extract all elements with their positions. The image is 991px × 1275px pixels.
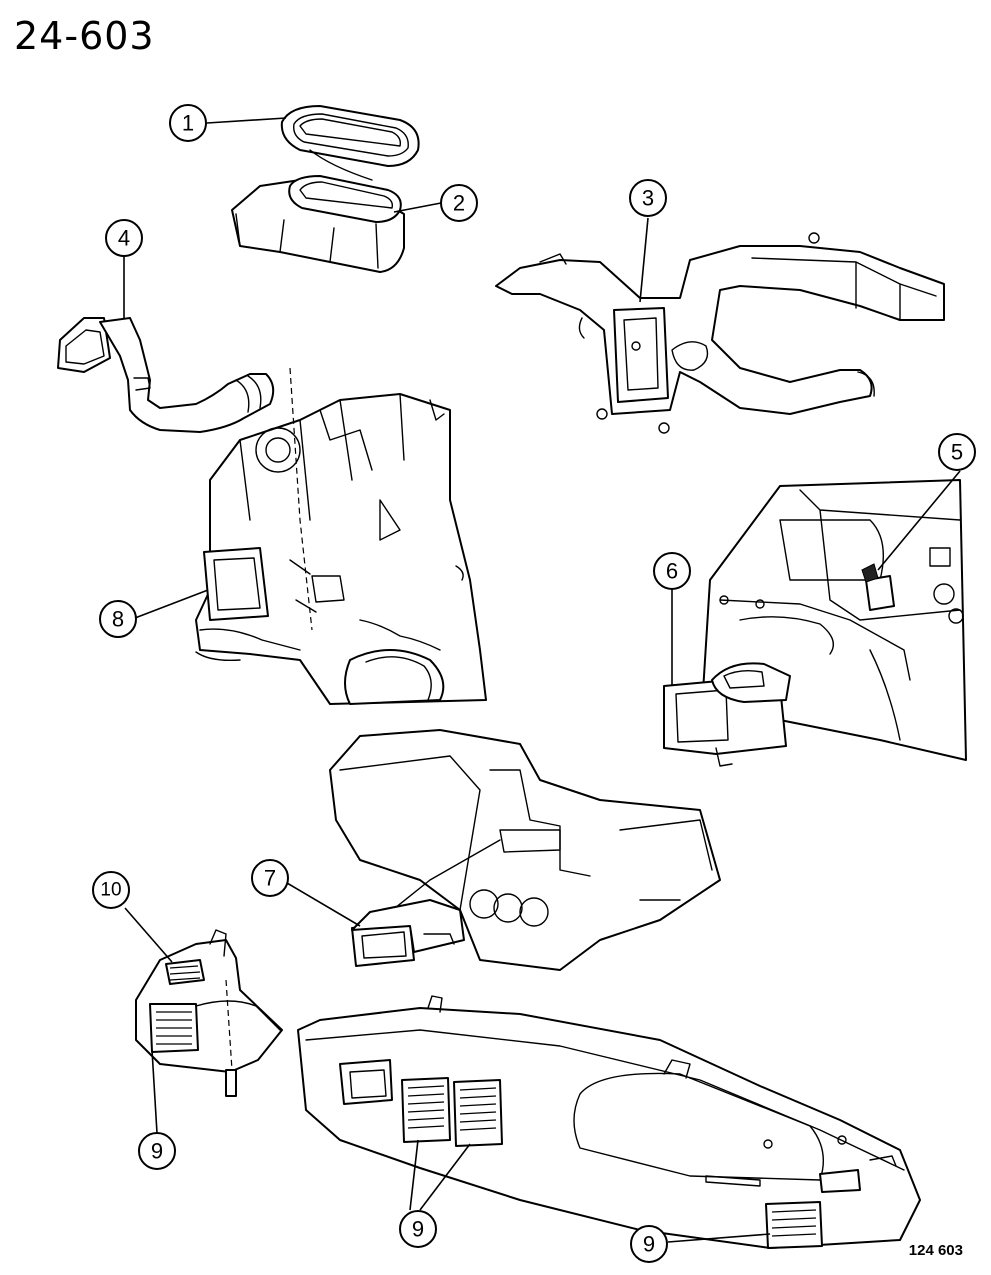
part-2-duct-adapter [231,175,405,273]
part-5-6-assembly [663,479,967,767]
callout-3: 3 [629,179,667,217]
callout-7: 7 [251,859,289,897]
callout-9-center-number: 9 [412,1217,424,1242]
part-3-distribution-duct [495,232,945,434]
callout-9-right-number: 9 [643,1232,655,1257]
callout-3-number: 3 [642,186,654,211]
callout-10-number: 10 [100,880,121,901]
callout-8: 8 [99,600,137,638]
part-4-floor-duct [57,317,275,433]
callout-5-number: 5 [951,440,963,465]
callout-8-number: 8 [112,607,124,632]
callout-2-number: 2 [453,191,465,216]
part-8-heater-assembly [195,367,487,705]
part-1-seal [280,105,420,181]
callout-9-right: 9 [630,1225,668,1263]
instrument-panel-bezel [297,995,921,1249]
callout-7-number: 7 [264,866,276,891]
callout-4-number: 4 [118,226,130,251]
callout-6-number: 6 [666,559,678,584]
callout-5: 5 [938,433,976,471]
reference-code: 124 603 [908,1242,963,1259]
callout-1-number: 1 [182,111,194,136]
callout-10: 10 [92,871,130,909]
page-title: 24-603 [14,14,155,58]
leader-lines [123,117,961,1243]
callout-9-left: 9 [138,1132,176,1170]
callout-6: 6 [653,552,691,590]
callout-2: 2 [440,184,478,222]
part-7-assembly [329,729,721,971]
part-10-left-bezel [135,929,283,1097]
callout-4: 4 [105,219,143,257]
callout-9-left-number: 9 [151,1139,163,1164]
callout-1: 1 [169,104,207,142]
callout-9-center: 9 [399,1210,437,1248]
